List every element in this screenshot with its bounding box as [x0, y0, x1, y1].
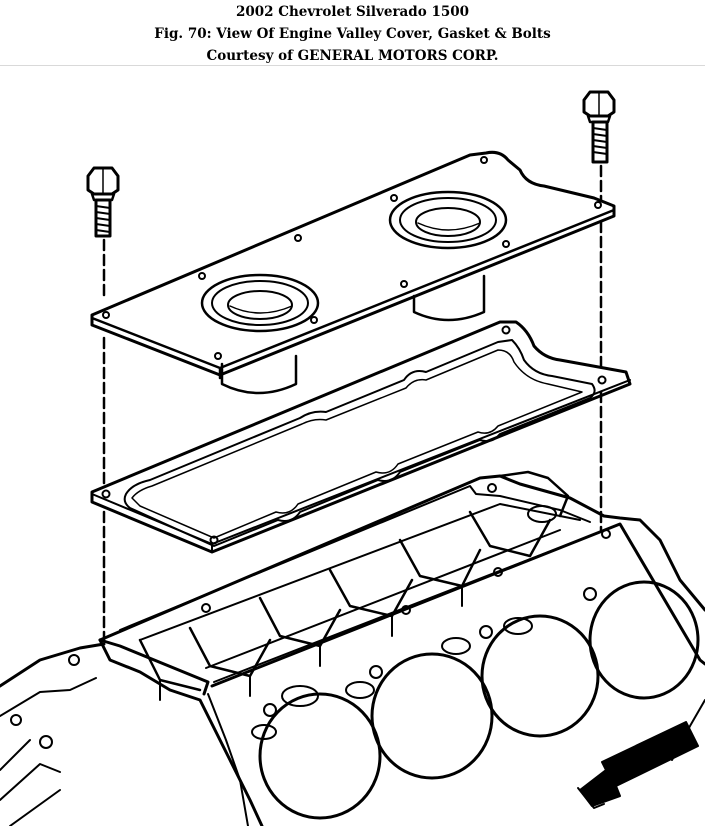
figure-caption: Fig. 70: View Of Engine Valley Cover, Ga… [154, 26, 551, 42]
engine-block [0, 470, 705, 826]
vehicle-title: 2002 Chevrolet Silverado 1500 [235, 4, 470, 20]
valley-cover [90, 150, 616, 395]
bolt-right [582, 90, 616, 532]
figure-header: 2002 Chevrolet Silverado 1500 Fig. 70: V… [0, 0, 705, 66]
courtesy-line: Courtesy of GENERAL MOTORS CORP. [206, 48, 499, 64]
front-arrow [577, 721, 699, 809]
valley-cover-illustration [0, 90, 705, 826]
bolt-left [86, 166, 120, 642]
valley-cover-gasket [90, 320, 632, 554]
